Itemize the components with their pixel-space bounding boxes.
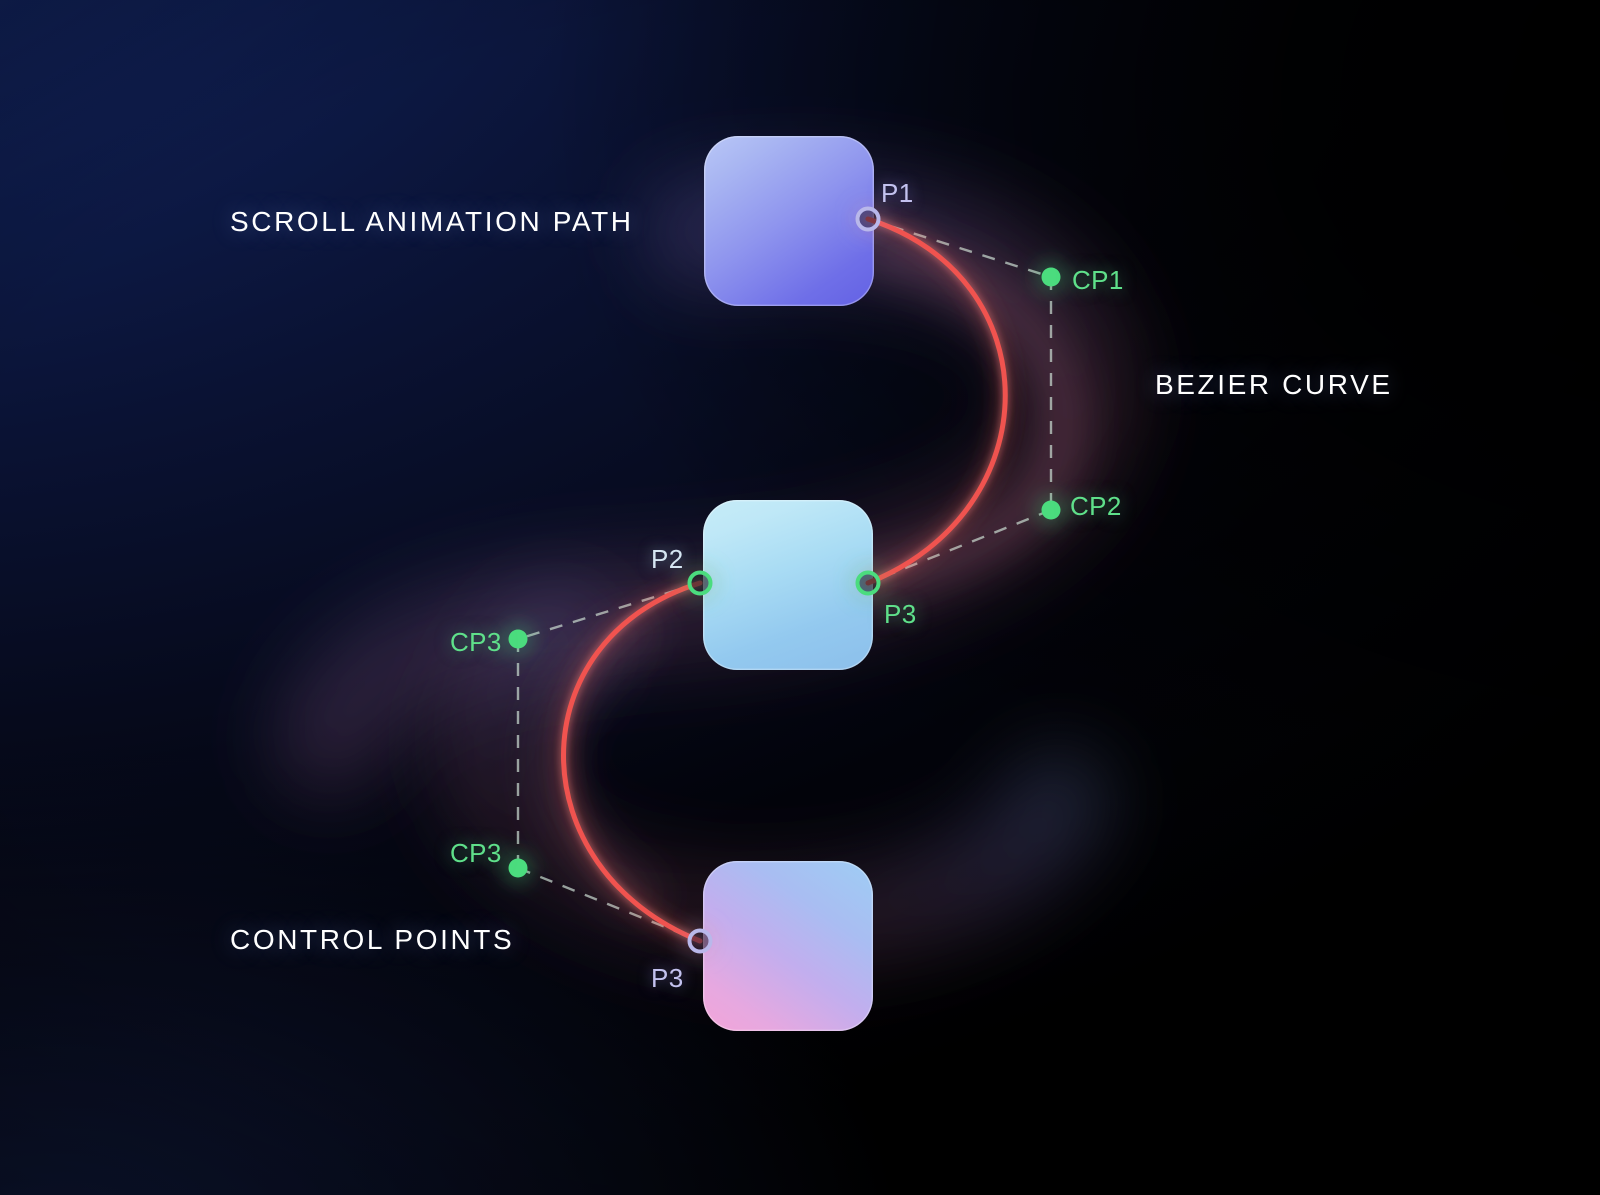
label-bezier-curve: BEZIER CURVE — [1155, 369, 1393, 400]
control-point-cp1[interactable] — [1034, 260, 1068, 294]
point-label-cp2: CP2 — [1070, 491, 1122, 521]
point-label-p3-bottom: P3 — [651, 963, 684, 993]
control-point-dot[interactable] — [508, 629, 528, 649]
point-label-p1: P1 — [881, 178, 914, 208]
control-point-dot[interactable] — [508, 858, 528, 878]
bezier-segment-glow-2 — [553, 572, 711, 952]
anchor-point-ring[interactable] — [687, 570, 713, 596]
anchor-point-p3m[interactable] — [849, 564, 887, 602]
anchor-point-p1[interactable] — [850, 201, 886, 237]
bezier-curve-group — [561, 216, 1008, 944]
anchor-point-p3b[interactable] — [682, 923, 718, 959]
point-label-cp3-lower: CP3 — [450, 838, 502, 868]
control-point-dot[interactable] — [1041, 500, 1061, 520]
control-point-dot[interactable] — [1041, 267, 1061, 287]
control-point-cp2[interactable] — [1034, 493, 1068, 527]
label-control-points: CONTROL POINTS — [230, 924, 515, 955]
anchor-point-p2[interactable] — [681, 564, 719, 602]
curve-glow-group — [553, 208, 1016, 952]
control-point-cp3b[interactable] — [501, 851, 535, 885]
point-label-cp1: CP1 — [1072, 265, 1124, 295]
anchor-point-ring[interactable] — [855, 206, 881, 232]
anchor-point-ring[interactable] — [687, 928, 713, 954]
point-label-p2: P2 — [651, 544, 684, 574]
label-scroll-animation-path: SCROLL ANIMATION PATH — [230, 206, 634, 237]
point-label-p3-middle: P3 — [884, 599, 917, 629]
bezier-segment-glow-1 — [857, 208, 1016, 594]
point-label-cp3-upper: CP3 — [450, 627, 502, 657]
control-point-cp3a[interactable] — [501, 622, 535, 656]
guide-lines-group — [516, 217, 1053, 943]
anchor-point-ring[interactable] — [855, 570, 881, 596]
